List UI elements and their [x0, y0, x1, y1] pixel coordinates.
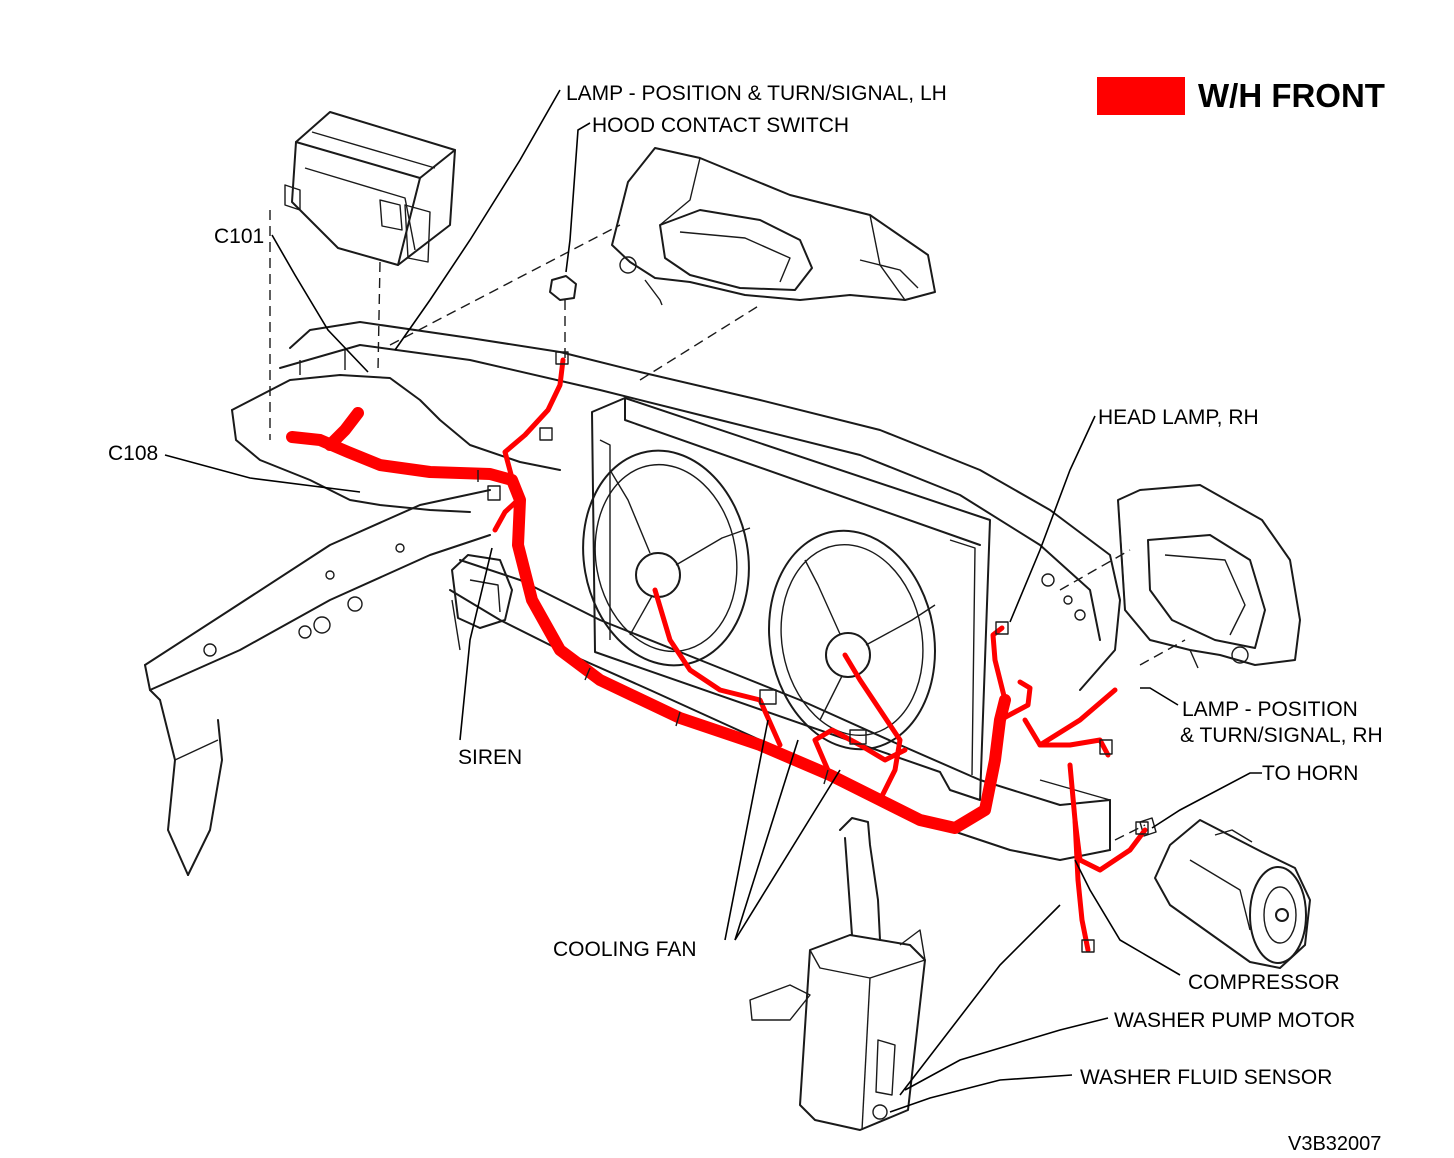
- label-compressor: COMPRESSOR: [1188, 971, 1340, 994]
- label-to-horn: TO HORN: [1262, 762, 1358, 785]
- label-head-lamp-rh: HEAD LAMP, RH: [1098, 406, 1259, 429]
- harness-lamp-rh-lead: [1037, 687, 1118, 748]
- legend: W/H FRONT: [1097, 77, 1385, 115]
- label-siren: SIREN: [458, 746, 522, 769]
- harness-siren-branch: [492, 497, 521, 533]
- label-washer-pump: WASHER PUMP MOTOR: [1114, 1009, 1355, 1032]
- harness-horn-branch: [1022, 717, 1111, 758]
- hood-contact-switch: [549, 275, 577, 301]
- harness-c101-branch: [324, 407, 364, 451]
- legend-swatch: [1097, 77, 1185, 115]
- harness-washer-branch: [1072, 817, 1091, 953]
- fuse-box: [284, 111, 456, 266]
- harness-hood-branch: [502, 357, 566, 481]
- label-lamp-lh: LAMP - POSITION & TURN/SIGNAL, LH: [566, 82, 947, 105]
- rh-headlamp-assembly: [1117, 484, 1301, 669]
- leader-lines: [164, 89, 1262, 1113]
- label-cooling-fan: COOLING FAN: [553, 938, 697, 961]
- harness-fan-left-branch: [652, 587, 783, 748]
- label-lamp-rh-line2: & TURN/SIGNAL, RH: [1180, 724, 1383, 747]
- label-c108: C108: [108, 442, 158, 465]
- label-lamp-rh-line1: LAMP - POSITION: [1182, 698, 1358, 721]
- labels: LAMP - POSITION & TURN/SIGNAL, LH HOOD C…: [108, 82, 1383, 1155]
- label-washer-sensor: WASHER FLUID SENSOR: [1080, 1066, 1332, 1089]
- front-wiring-harness: [286, 351, 1149, 953]
- harness-lamp-rh-branch: [997, 679, 1033, 723]
- figure-code: V3B32007: [1288, 1133, 1381, 1155]
- harness-headlamp-rh-branch: [990, 625, 1008, 703]
- label-hood-switch: HOOD CONTACT SWITCH: [592, 114, 849, 137]
- radiator-fan-assembly: [582, 397, 991, 801]
- siren: [451, 554, 513, 651]
- lh-headlamp-assembly: [611, 147, 936, 306]
- front-frame: [144, 210, 1186, 876]
- legend-label: W/H FRONT: [1198, 77, 1385, 114]
- compressor: [1139, 817, 1311, 969]
- washer-reservoir: [749, 817, 926, 1131]
- label-c101: C101: [214, 225, 264, 248]
- harness-fan-right-loop: [812, 727, 908, 778]
- harness-main-trunk: [286, 431, 1011, 834]
- harness-compressor-branch: [1067, 762, 1148, 873]
- harness-fan-right-branch: [842, 652, 903, 803]
